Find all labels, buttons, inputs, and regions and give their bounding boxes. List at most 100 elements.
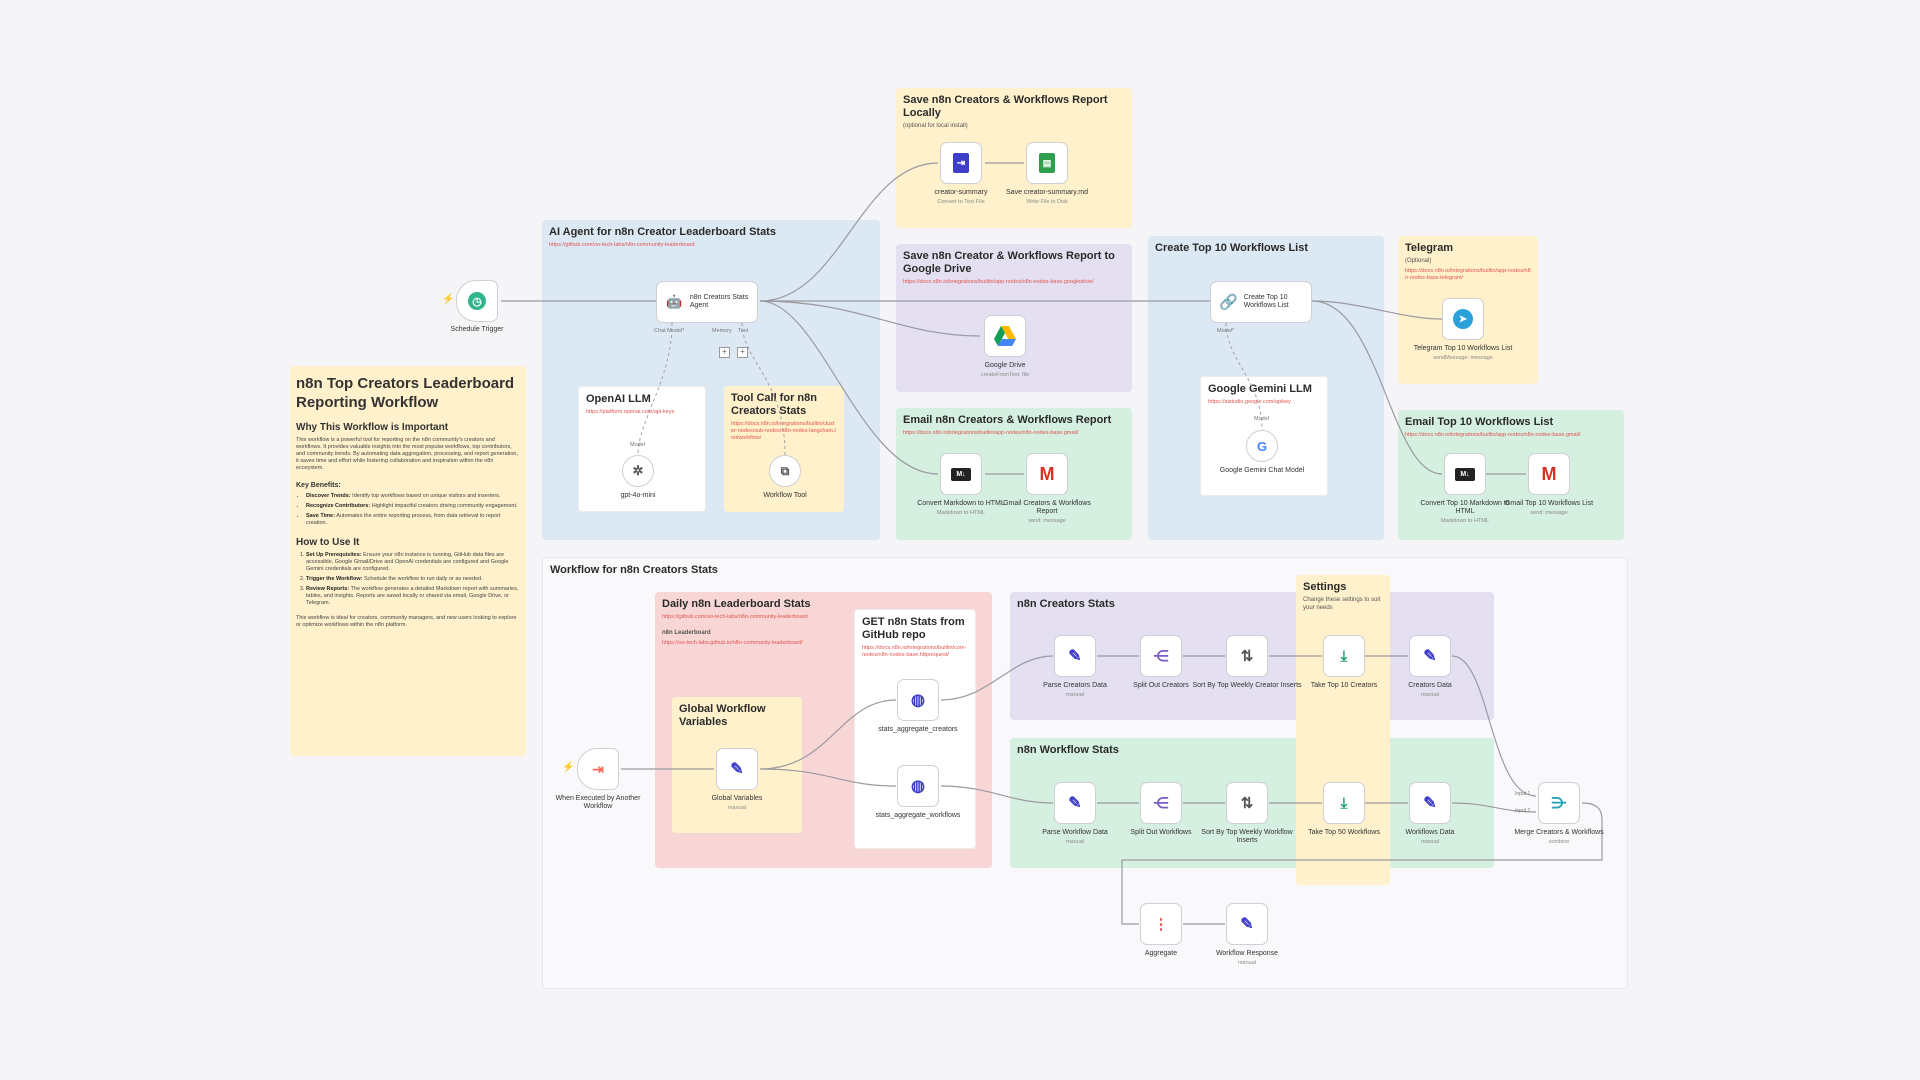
node-creators-stats-agent[interactable]: 🤖 n8n Creators Stats Agent [656, 281, 758, 323]
node-execute-trigger[interactable]: ⇥ [577, 748, 619, 790]
node-merge[interactable]: ⋺ [1538, 782, 1580, 824]
node-take-workflows[interactable]: ⤓ [1323, 782, 1365, 824]
node-google-drive[interactable] [984, 315, 1026, 357]
node-create-top10[interactable]: 🔗 Create Top 10 Workflows List [1210, 281, 1312, 323]
node-convert-markdown[interactable]: M↓ [940, 453, 982, 495]
pencil-icon: ✎ [730, 761, 744, 778]
note-link[interactable]: https://github.com/oo-tech-labs/n8n-comm… [662, 614, 808, 620]
node-parse-creators[interactable]: ✎ [1054, 635, 1096, 677]
node-workflow-response[interactable]: ✎ [1226, 903, 1268, 945]
node-label: n8n Creators Stats Agent [689, 294, 749, 309]
node-stats-aggregate-creators[interactable]: ◍ [897, 679, 939, 721]
label-execute-trigger: When Executed by Another Workflow [555, 795, 641, 810]
benefit-text: Identify top workflows based on unique v… [352, 493, 501, 499]
node-subtitle: manual [1065, 692, 1085, 698]
note-link[interactable]: https://docs.n8n.io/integrations/builtin… [903, 279, 1094, 285]
node-parse-workflows[interactable]: ✎ [1054, 782, 1096, 824]
port-chat-model: Chat Model* [654, 328, 685, 334]
node-title: Convert Top 10 Markdown to HTML [1420, 500, 1510, 515]
note-leaderboard-doc[interactable]: n8n Top Creators Leaderboard Reporting W… [290, 366, 526, 756]
node-workflows-data[interactable]: ✎ [1409, 782, 1451, 824]
gmail-icon: M [1039, 463, 1055, 484]
note-title: Google Gemini LLM [1208, 383, 1312, 395]
note-subtitle: (optional for local install) [903, 123, 968, 129]
node-split-workflows[interactable]: ⋲ [1140, 782, 1182, 824]
add-tool-button[interactable]: + [737, 347, 748, 358]
note-global-vars[interactable]: Global Workflow Variables [672, 697, 802, 833]
node-gmail-report[interactable]: M [1026, 453, 1068, 495]
port-model: Model [1254, 416, 1269, 422]
node-sort-creators[interactable]: ⇅ [1226, 635, 1268, 677]
note-title: GET n8n Stats from GitHub repo [862, 616, 965, 641]
node-save-creator-summary[interactable]: ▤ [1026, 142, 1068, 184]
note-save-local[interactable]: Save n8n Creators & Workflows Report Loc… [896, 88, 1132, 228]
node-subtitle: combine [1548, 839, 1570, 845]
node-gmail-top10[interactable]: M [1528, 453, 1570, 495]
note-email-top10[interactable]: Email Top 10 Workflows List https://docs… [1398, 410, 1624, 540]
node-subtitle: manual [1420, 839, 1440, 845]
node-subtitle: send: message [1530, 510, 1568, 516]
port-input-1: Input 1 [1515, 791, 1531, 797]
node-workflow-tool[interactable]: ⧉ [769, 455, 801, 487]
doc-step: Trigger the Workflow: Schedule the workf… [306, 576, 520, 583]
tool-icon: ⧉ [780, 463, 790, 478]
node-creator-summary[interactable]: ⇥ [940, 142, 982, 184]
step-text: Schedule the workflow to run daily or as… [363, 576, 483, 582]
markdown-icon: M↓ [951, 467, 971, 481]
note-link[interactable]: https://docs.n8n.io/integrations/builtin… [862, 645, 967, 658]
node-schedule-trigger[interactable]: ◷ [456, 280, 498, 322]
note-get-stats[interactable]: GET n8n Stats from GitHub repo https://d… [854, 609, 976, 849]
wire [1451, 802, 1537, 813]
limit-icon: ⤓ [1340, 647, 1348, 665]
step-label: Review Reports: [306, 586, 350, 592]
node-stats-aggregate-workflows[interactable]: ◍ [897, 765, 939, 807]
note-title: Save n8n Creators & Workflows Report Loc… [903, 94, 1108, 119]
step-label: Trigger the Workflow: [306, 576, 363, 582]
node-gpt-4o-mini[interactable]: ✲ [622, 455, 654, 487]
node-take-creators[interactable]: ⤓ [1323, 635, 1365, 677]
note-title: Telegram [1405, 242, 1454, 254]
note-link[interactable]: https://docs.n8n.io/integrations/builtin… [1405, 268, 1531, 281]
port-tool: Tool [738, 328, 749, 334]
note-title: n8n Creators Stats [1017, 598, 1115, 610]
node-sort-workflows[interactable]: ⇅ [1226, 782, 1268, 824]
merge-icon: ⋺ [1551, 795, 1567, 812]
node-title: creator-summary [934, 189, 988, 196]
node-title: Google Drive [984, 362, 1026, 369]
node-creators-data[interactable]: ✎ [1409, 635, 1451, 677]
note-link[interactable]: https://aistudio.google.com/apikey [1208, 399, 1291, 405]
note-title: n8n Workflow Stats [1017, 744, 1119, 756]
node-gemini-chat[interactable]: G [1246, 430, 1278, 462]
note-settings[interactable]: Settings Change these settings to suit y… [1296, 575, 1390, 885]
label-sort-workflows: Sort By Top Weekly Workflow Inserts [1201, 829, 1293, 844]
node-global-variables[interactable]: ✎ [716, 748, 758, 790]
node-split-creators[interactable]: ⋲ [1140, 635, 1182, 677]
clock-icon: ◷ [468, 292, 486, 310]
note-save-drive[interactable]: Save n8n Creator & Workflows Report to G… [896, 244, 1132, 392]
note-link[interactable]: https://platform.openai.com/api-keys [586, 409, 675, 415]
limit-icon: ⤓ [1340, 794, 1348, 812]
label-schedule-trigger: Schedule Trigger [450, 326, 504, 333]
wire [1451, 655, 1537, 797]
google-icon: G [1256, 438, 1268, 454]
node-aggregate[interactable]: ⋮ [1140, 903, 1182, 945]
node-telegram[interactable]: ➤ [1442, 298, 1484, 340]
trigger-bolt-icon: ⚡ [562, 762, 575, 773]
note-openai[interactable]: OpenAI LLM https://platform.openai.com/a… [578, 386, 706, 512]
note-title: AI Agent for n8n Creator Leaderboard Sta… [549, 226, 776, 238]
note-link-2[interactable]: https://oo-tech-labs.github.io/n8n-commu… [662, 640, 803, 646]
node-subtitle: Markdown to HTML [937, 510, 985, 516]
note-link[interactable]: https://github.com/oo-tech-labs/n8n-comm… [549, 242, 695, 248]
doc-benefit: Discover Trends: Identify top workflows … [306, 493, 520, 500]
node-convert-top10-markdown[interactable]: M↓ [1444, 453, 1486, 495]
note-link[interactable]: https://docs.n8n.io/integrations/builtin… [903, 430, 1079, 436]
add-memory-button[interactable]: + [719, 347, 730, 358]
note-link[interactable]: https://docs.n8n.io/integrations/builtin… [1405, 432, 1581, 438]
step-text: Ensure your n8n instance is running, Git… [306, 552, 509, 572]
